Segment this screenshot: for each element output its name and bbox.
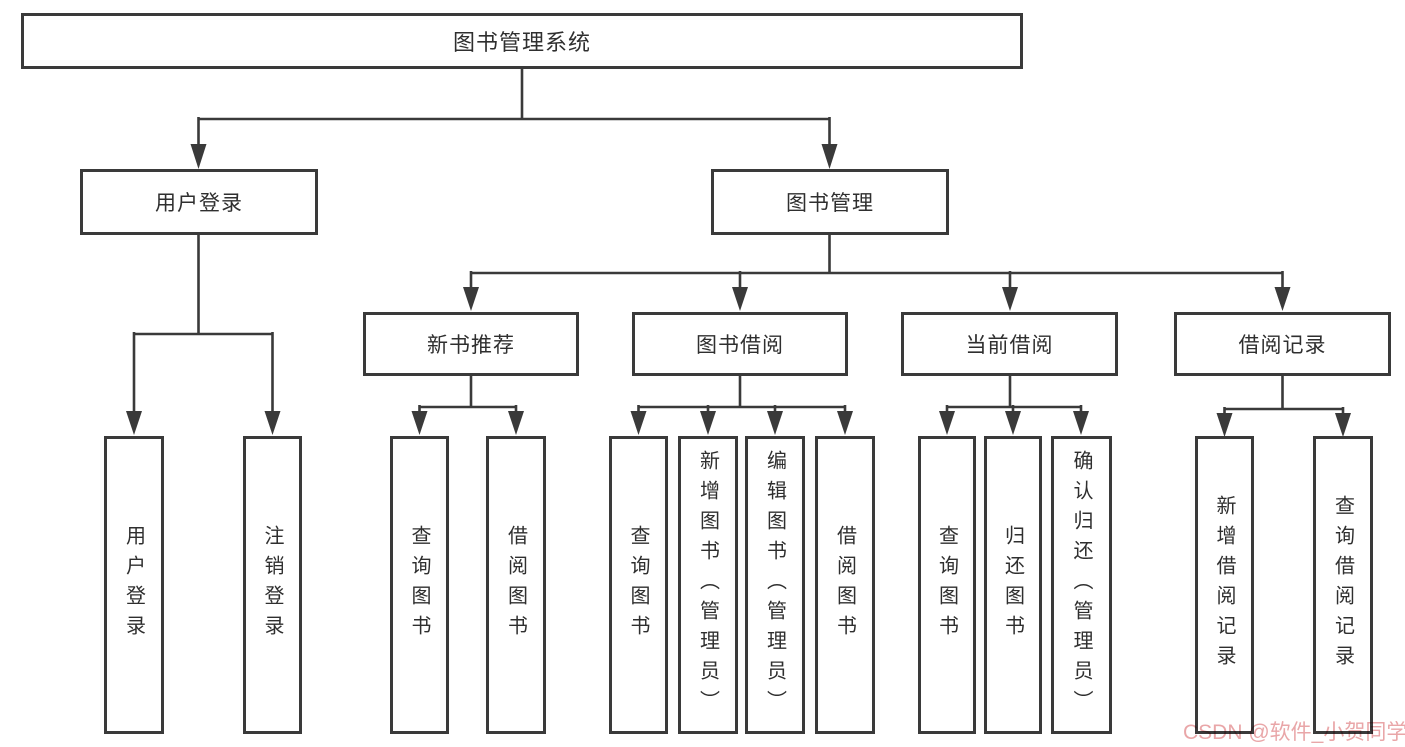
node-borrow-records: 借阅记录 (1174, 312, 1391, 376)
node-book-management: 图书管理 (711, 169, 949, 235)
leaf-add-book-admin: 新增图书（管理员） (678, 436, 738, 734)
watermark-text: CSDN @软件_小贺同学 (1183, 721, 1405, 744)
leaf-return-book: 归还图书 (984, 436, 1042, 734)
leaf-borrow-book-2: 借阅图书 (815, 436, 875, 734)
node-root-library-system: 图书管理系统 (21, 13, 1023, 69)
leaf-logout: 注销登录 (243, 436, 302, 734)
node-current-borrow: 当前借阅 (901, 312, 1118, 376)
node-user-login: 用户登录 (80, 169, 318, 235)
leaf-borrow-book-1: 借阅图书 (486, 436, 546, 734)
leaf-query-borrow-record: 查询借阅记录 (1313, 436, 1373, 734)
leaf-query-book-1: 查询图书 (390, 436, 449, 734)
arrowheads (126, 144, 1351, 437)
leaf-query-book-2: 查询图书 (609, 436, 668, 734)
leaf-add-borrow-record: 新增借阅记录 (1195, 436, 1254, 734)
leaf-user-login: 用户登录 (104, 436, 164, 734)
node-new-book-recommend: 新书推荐 (363, 312, 579, 376)
leaf-edit-book-admin: 编辑图书（管理员） (745, 436, 805, 734)
leaf-confirm-return-admin: 确认归还（管理员） (1051, 436, 1112, 734)
leaf-query-book-3: 查询图书 (918, 436, 976, 734)
node-book-borrow: 图书借阅 (632, 312, 848, 376)
